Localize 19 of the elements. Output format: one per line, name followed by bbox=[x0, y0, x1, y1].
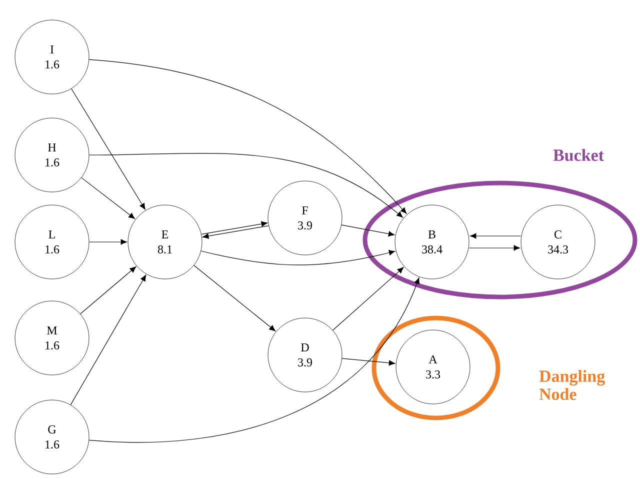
arrow bbox=[80, 266, 136, 314]
group-label: Bucket bbox=[553, 149, 604, 161]
arrow bbox=[88, 152, 403, 218]
arrow bbox=[468, 245, 520, 251]
arrow bbox=[88, 59, 407, 214]
arrow bbox=[342, 358, 396, 366]
arrow bbox=[194, 265, 276, 332]
arrow bbox=[201, 221, 268, 234]
arrow bbox=[81, 177, 135, 219]
arrow bbox=[88, 239, 128, 245]
arrow bbox=[200, 250, 396, 266]
arrow bbox=[341, 224, 395, 237]
arrow bbox=[202, 225, 269, 239]
group-label: Dangling Node bbox=[539, 370, 605, 400]
arrow bbox=[470, 233, 522, 239]
arrow bbox=[71, 88, 146, 210]
arrow bbox=[332, 267, 404, 331]
arrow bbox=[88, 278, 420, 443]
arrow bbox=[70, 274, 146, 406]
